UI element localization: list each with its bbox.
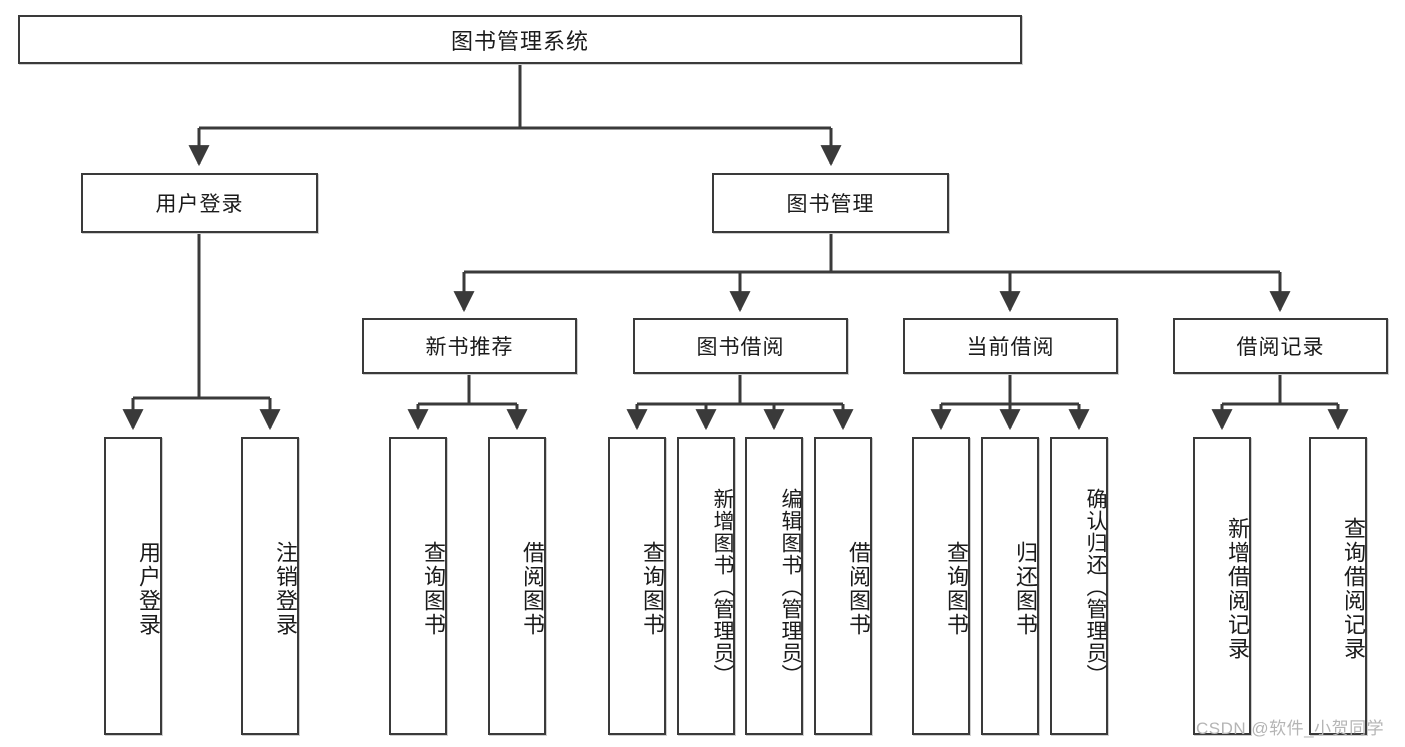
node-label: 当前借阅 <box>966 336 1055 359</box>
leaf-query-borrow-record[interactable]: 查询借阅记录 <box>1309 437 1367 735</box>
node-current-borrow[interactable]: 当前借阅 <box>903 318 1118 374</box>
node-root-book-management-system[interactable]: 图书管理系统 <box>18 15 1022 64</box>
leaf-edit-book-admin[interactable]: 编辑图书（管理员） <box>745 437 803 735</box>
node-label: 编辑图书（管理员） <box>779 488 802 686</box>
node-book-borrow[interactable]: 图书借阅 <box>633 318 848 374</box>
node-user-login[interactable]: 用户登录 <box>81 173 318 233</box>
node-label: 借阅图书 <box>846 541 871 637</box>
leaf-borrow-book-new-recommend[interactable]: 借阅图书 <box>488 437 546 735</box>
node-label: 新书推荐 <box>425 336 514 359</box>
node-label: 借阅记录 <box>1236 336 1325 359</box>
leaf-add-book-admin[interactable]: 新增图书（管理员） <box>677 437 735 735</box>
node-label: 查询借阅记录 <box>1341 517 1366 661</box>
node-label: 注销登录 <box>273 541 298 637</box>
leaf-confirm-return-admin[interactable]: 确认归还（管理员） <box>1050 437 1108 735</box>
node-label: 用户登录 <box>136 541 161 637</box>
node-new-book-recommend[interactable]: 新书推荐 <box>362 318 577 374</box>
node-label: 归还图书 <box>1013 541 1038 637</box>
leaf-query-book-new-recommend[interactable]: 查询图书 <box>389 437 447 735</box>
leaf-query-book-borrow[interactable]: 查询图书 <box>608 437 666 735</box>
node-book-manage[interactable]: 图书管理 <box>712 173 949 233</box>
node-label: 新增借阅记录 <box>1225 517 1250 661</box>
leaf-query-book-current[interactable]: 查询图书 <box>912 437 970 735</box>
node-label: 图书管理系统 <box>450 28 589 54</box>
node-label: 查询图书 <box>640 541 665 637</box>
leaf-borrow-book-borrow[interactable]: 借阅图书 <box>814 437 872 735</box>
node-borrow-record[interactable]: 借阅记录 <box>1173 318 1388 374</box>
leaf-return-book[interactable]: 归还图书 <box>981 437 1039 735</box>
leaf-add-borrow-record[interactable]: 新增借阅记录 <box>1193 437 1251 735</box>
node-label: 图书借阅 <box>696 336 785 359</box>
node-label: 查询图书 <box>944 541 969 637</box>
csdn-watermark: CSDN @软件_小贺同学 <box>1196 719 1385 738</box>
node-label: 借阅图书 <box>520 541 545 637</box>
node-label: 查询图书 <box>421 541 446 637</box>
node-label: 新增图书（管理员） <box>711 488 734 686</box>
leaf-user-login[interactable]: 用户登录 <box>104 437 162 735</box>
leaf-user-logout[interactable]: 注销登录 <box>241 437 299 735</box>
node-label: 用户登录 <box>155 193 244 216</box>
node-label: 图书管理 <box>786 193 875 216</box>
node-label: 确认归还（管理员） <box>1084 488 1107 686</box>
